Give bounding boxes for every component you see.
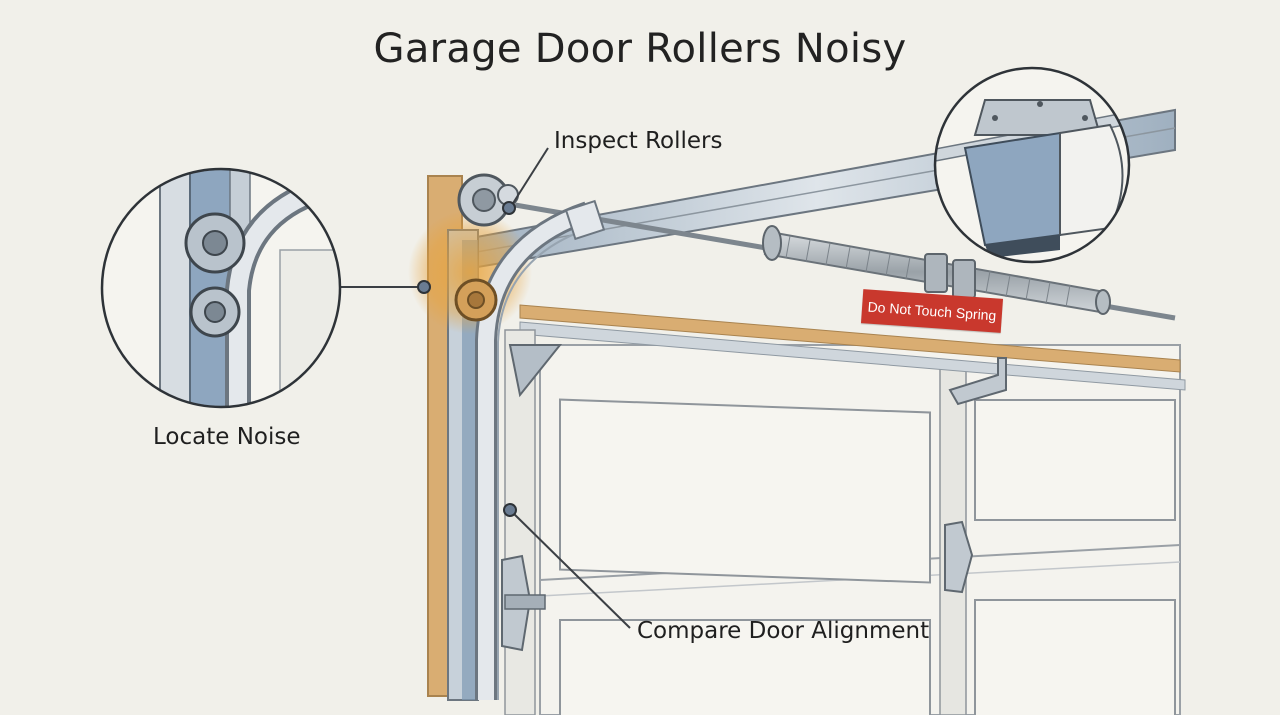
compare-alignment-dot	[503, 503, 517, 517]
door-edge-stile	[501, 329, 1007, 715]
inspect-rollers-label: Inspect Rollers	[554, 128, 723, 154]
opener-magnifier-inset	[933, 66, 1131, 264]
locate-noise-label: Locate Noise	[153, 424, 301, 450]
diagram-title: Garage Door Rollers Noisy	[373, 26, 907, 72]
wood-header	[519, 304, 1186, 391]
compare-alignment-label: Compare Door Alignment	[637, 618, 930, 644]
door-recessed-panel-1	[559, 398, 931, 584]
rollers	[454, 173, 519, 322]
door-recessed-panel-3	[559, 619, 931, 715]
hinge-center	[944, 520, 974, 594]
compare-alignment-connector	[509, 509, 631, 629]
door-recessed-panel-4	[974, 599, 1176, 715]
locate-noise-dot	[417, 280, 431, 294]
inspect-rollers-dot	[502, 201, 516, 215]
inspect-rollers-connector	[509, 147, 549, 209]
garage-door-panels	[539, 344, 1181, 715]
curved-track	[475, 199, 606, 700]
roller-magnifier-inset	[100, 167, 342, 409]
door-recessed-panel-2	[974, 399, 1176, 521]
